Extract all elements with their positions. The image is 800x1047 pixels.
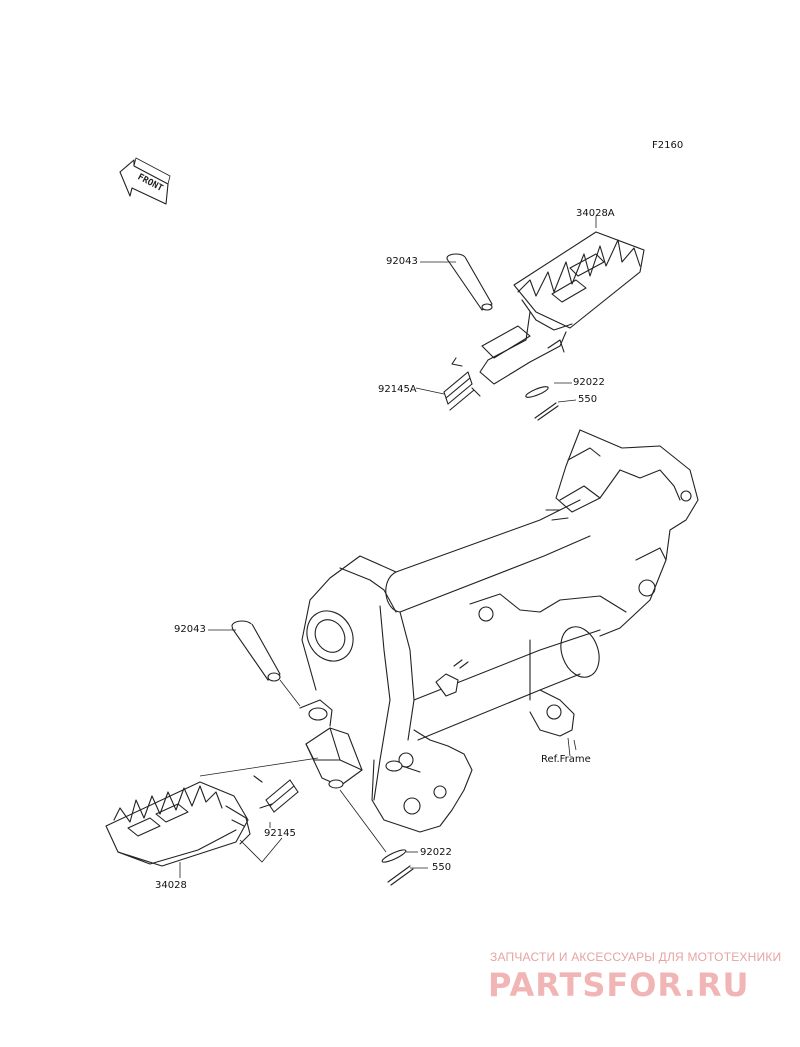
label-washer-lower: 92022 <box>420 847 452 858</box>
label-spring-lower: 92145 <box>264 828 296 839</box>
label-pin-upper: 92043 <box>386 256 418 267</box>
label-washer-upper: 92022 <box>573 377 605 388</box>
front-arrow-icon: FRONT <box>119 157 171 205</box>
footpeg-right-assembly <box>415 216 645 421</box>
cotter-lower <box>387 865 414 886</box>
watermark-tagline: ЗАПЧАСТИ И АКСЕССУАРЫ ДЛЯ МОТОТЕХНИКИ <box>490 950 782 964</box>
watermark-brand: PARTSFOR.RU <box>488 966 750 1004</box>
footpeg-right-body <box>479 231 645 385</box>
label-pin-lower: 92043 <box>174 624 206 635</box>
label-cotter-lower: 550 <box>432 862 452 873</box>
spring-lower <box>253 775 299 813</box>
footpeg-left-body <box>105 781 251 867</box>
diagram-code: F2160 <box>652 140 684 151</box>
label-footpeg-left: 34028 <box>155 880 187 891</box>
frame <box>299 429 699 833</box>
label-ref-frame: Ref.Frame <box>541 754 591 765</box>
washer-upper <box>525 386 549 398</box>
pin-lower <box>231 620 281 682</box>
footpeg-left-assembly <box>105 620 428 886</box>
label-footpeg-right: 34028A <box>576 208 615 219</box>
label-cotter-upper: 550 <box>578 394 598 405</box>
spring-upper <box>443 357 481 411</box>
label-spring-upper: 92145A <box>378 384 417 395</box>
washer-lower <box>381 849 407 863</box>
cotter-upper <box>534 402 559 421</box>
